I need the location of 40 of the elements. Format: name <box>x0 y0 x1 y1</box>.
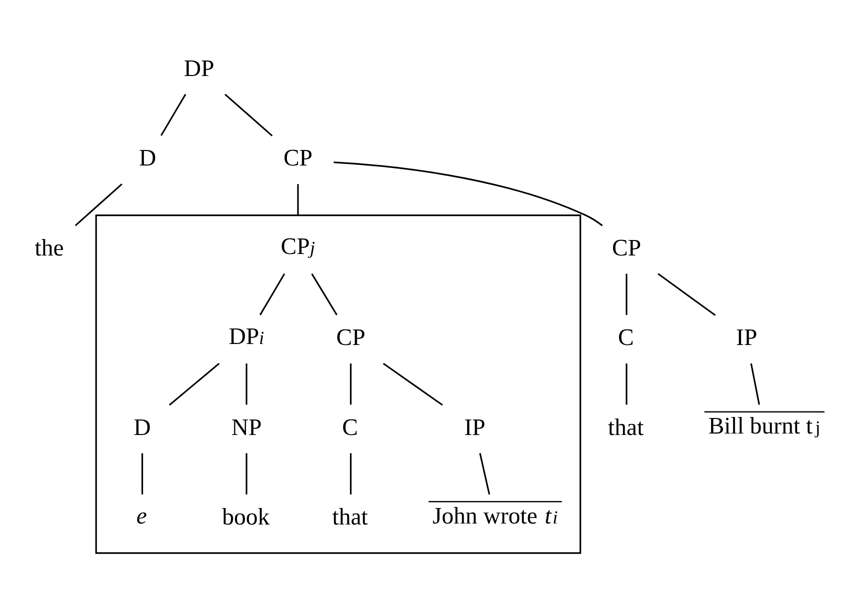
cluster <box>94 214 581 554</box>
connector <box>349 453 352 494</box>
node-text: D <box>133 414 150 441</box>
node-text: John wrote ti <box>432 503 558 530</box>
connector <box>625 364 627 405</box>
node-text: the <box>34 235 64 262</box>
node-text: C <box>342 414 358 441</box>
connector <box>657 273 716 316</box>
node-text: Bill burnt tj <box>708 414 820 440</box>
node-text: book <box>222 504 270 531</box>
connector <box>224 94 272 136</box>
connector <box>74 183 122 226</box>
node-text: NP <box>230 414 262 441</box>
node-text: that <box>608 414 644 441</box>
connector <box>168 362 220 406</box>
node-text: IP <box>736 325 757 352</box>
node-text: e <box>136 503 146 530</box>
node-text: CP <box>612 235 641 262</box>
connector <box>160 94 186 136</box>
connector <box>310 273 337 316</box>
connector <box>333 162 602 226</box>
connector <box>245 364 247 405</box>
node-text: D <box>138 146 156 172</box>
connector <box>258 273 285 316</box>
node-text: IP <box>464 414 485 441</box>
node-text: CP <box>336 325 365 352</box>
connector <box>349 364 352 405</box>
connector <box>625 274 627 315</box>
connector <box>750 363 760 405</box>
node-text: DPi <box>228 324 264 350</box>
node-text: CPj <box>280 234 314 260</box>
node-text: that <box>332 504 368 531</box>
connector <box>245 453 247 494</box>
connector <box>140 453 143 494</box>
node-text: CP <box>282 146 312 172</box>
connector <box>478 453 490 495</box>
node-text: C <box>617 325 634 352</box>
connector <box>296 184 298 216</box>
node-text: DP <box>183 56 214 82</box>
connector <box>382 362 442 406</box>
